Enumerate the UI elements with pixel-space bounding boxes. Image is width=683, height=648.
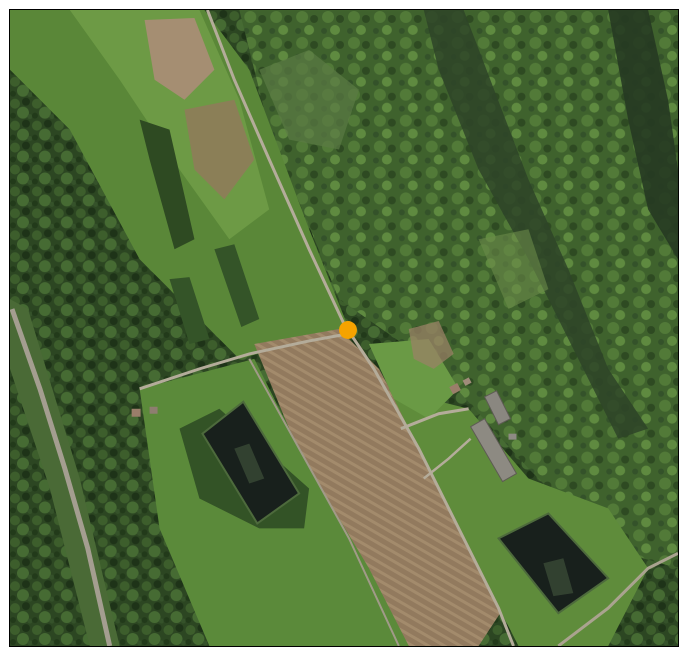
yard-clearing [408, 321, 454, 369]
small-building [462, 377, 472, 386]
shed-building [483, 390, 512, 426]
tree-row [139, 119, 195, 250]
dirt-road-east [400, 407, 469, 431]
dirt-road-main [206, 10, 515, 646]
dirt-road-branch [139, 332, 348, 391]
small-building [149, 406, 158, 414]
dirt-road-loop [422, 437, 472, 480]
clearing [259, 49, 359, 150]
location-dot-icon[interactable] [339, 321, 357, 339]
marsh-strip-far [608, 10, 678, 260]
bare-patch [144, 17, 215, 100]
plowed-field [254, 328, 504, 646]
marsh-strip [423, 10, 649, 439]
pond-east-shallows [543, 558, 574, 597]
barn-building [469, 418, 518, 483]
dirt-road-field-edge [248, 358, 400, 646]
forest-area-east [239, 10, 678, 569]
map-canvas[interactable] [10, 10, 678, 646]
highway [10, 308, 113, 646]
pond-west-shallows [234, 443, 265, 484]
bare-patch [184, 99, 255, 200]
dirt-road-south [557, 551, 678, 646]
tree-row [214, 244, 260, 328]
tree-row [169, 277, 210, 344]
small-building [131, 408, 141, 417]
clearing [478, 229, 549, 310]
small-building [508, 433, 517, 440]
small-building [449, 382, 461, 395]
satellite-map[interactable] [9, 9, 679, 647]
